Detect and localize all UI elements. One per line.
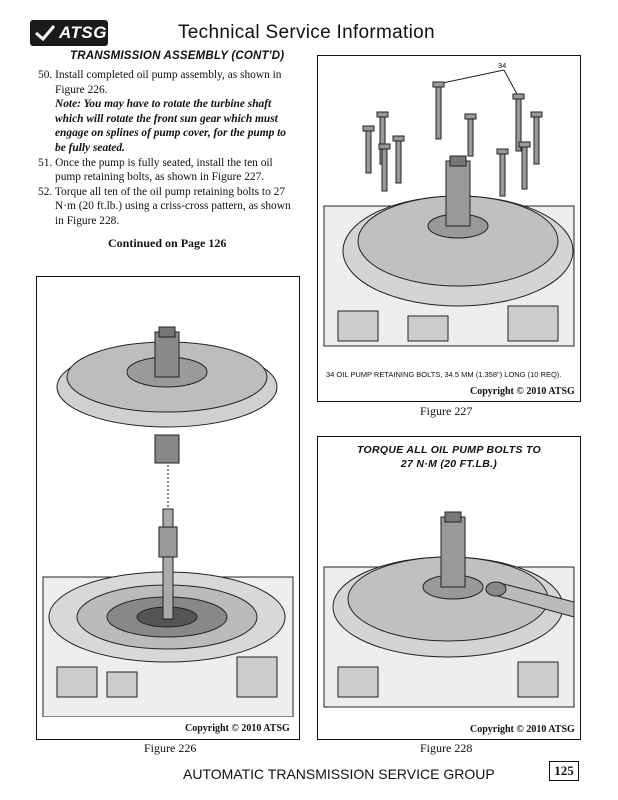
step-51: 51. Once the pump is fully seated, insta… [38, 156, 273, 184]
figure-227-box: 34 [317, 55, 581, 402]
step-52: 52. Torque all ten of the oil pump retai… [38, 185, 291, 227]
page-number: 125 [549, 761, 579, 781]
figure-226-caption: Figure 226 [144, 741, 197, 755]
instruction-steps: 50. Install completed oil pump assembly,… [38, 68, 296, 229]
figure-228-box: TORQUE ALL OIL PUMP BOLTS TO 27 N·M (20 … [317, 436, 581, 740]
continued-note: Continued on Page 126 [108, 236, 227, 250]
page-header-title: Technical Service Information [178, 22, 435, 43]
pump-bolts-illustration [323, 69, 575, 347]
torque-line-1: TORQUE ALL OIL PUMP BOLTS TO [357, 444, 541, 456]
step-note: Note: You may have to rotate the turbine… [55, 98, 286, 154]
section-title: TRANSMISSION ASSEMBLY (CONT'D) [70, 50, 285, 62]
atsg-logo: ATSG [30, 20, 108, 46]
figure-227-copyright: Copyright © 2010 ATSG [470, 386, 575, 397]
figure-228-copyright: Copyright © 2010 ATSG [470, 724, 575, 735]
step-50: 50. Install completed oil pump assembly,… [38, 69, 282, 96]
logo-text: ATSG [59, 23, 107, 42]
torque-instruction: TORQUE ALL OIL PUMP BOLTS TO 27 N·M (20 … [318, 443, 580, 471]
footer-organization: AUTOMATIC TRANSMISSION SERVICE GROUP [183, 766, 495, 782]
figure-227-caption: Figure 227 [420, 404, 473, 418]
bolt-callout-number: 34 [498, 61, 507, 70]
figure-227-legend: 34 OIL PUMP RETAINING BOLTS, 34.5 MM (1.… [326, 370, 562, 379]
torque-wrench-illustration [323, 511, 575, 708]
check-swoosh-icon [35, 25, 56, 42]
figure-226-box: Copyright © 2010 ATSG [36, 276, 300, 740]
figure-226-copyright: Copyright © 2010 ATSG [185, 723, 290, 734]
figure-228-caption: Figure 228 [420, 741, 473, 755]
oil-pump-install-illustration [42, 326, 294, 718]
torque-line-2: 27 N·M (20 FT.LB.) [400, 458, 498, 470]
